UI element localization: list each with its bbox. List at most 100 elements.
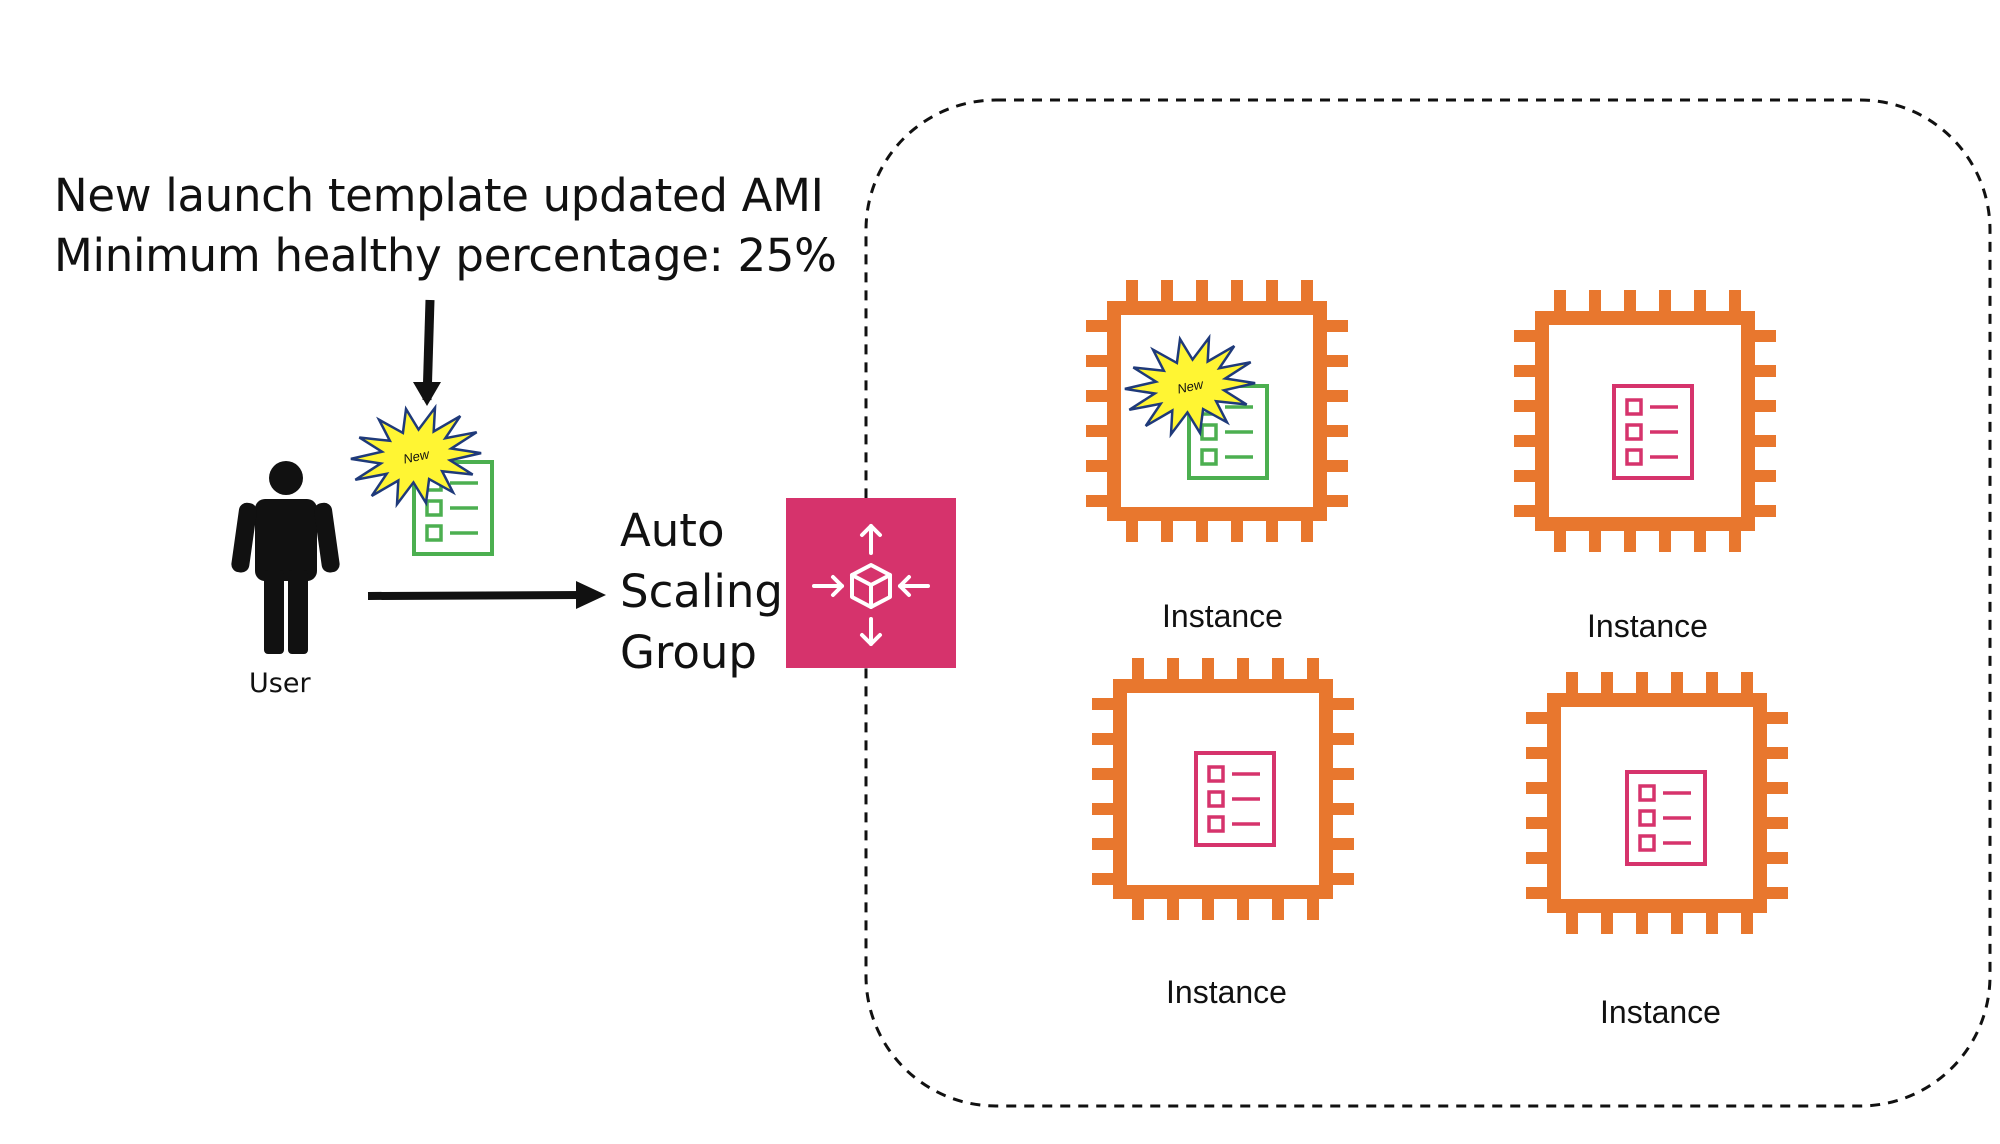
- chip-pin: [1589, 290, 1601, 316]
- chip-pin: [1554, 290, 1566, 316]
- asg-label-line-3: Group: [620, 626, 757, 679]
- chip-pin: [1322, 495, 1348, 507]
- chip-pin: [1750, 330, 1776, 342]
- template-checkbox: [1200, 448, 1218, 466]
- chip-pin: [1636, 908, 1648, 934]
- template-checkbox: [1638, 834, 1656, 852]
- chip-pin: [1272, 658, 1284, 684]
- chip-pin: [1762, 747, 1788, 759]
- chip-pin: [1167, 658, 1179, 684]
- chip-pin: [1526, 747, 1552, 759]
- chip-pin: [1237, 894, 1249, 920]
- instance-label: Instance: [1587, 608, 1708, 644]
- chip-pin: [1086, 460, 1112, 472]
- chip-pin: [1566, 672, 1578, 698]
- chip-pin: [1601, 672, 1613, 698]
- instance-chip-icon: [1514, 290, 1776, 552]
- chip-pin: [1750, 435, 1776, 447]
- chip-pin: [1322, 355, 1348, 367]
- chip-pin: [1554, 526, 1566, 552]
- launch-template-icon: [1612, 384, 1694, 480]
- chip-pin: [1202, 894, 1214, 920]
- template-checkbox: [1207, 815, 1225, 833]
- chip-pin: [1750, 470, 1776, 482]
- chip-pin: [1762, 887, 1788, 899]
- template-checkbox: [1625, 448, 1643, 466]
- chip-pin: [1322, 320, 1348, 332]
- chip-pin: [1671, 908, 1683, 934]
- user-to-asg-arrowhead: [576, 581, 606, 609]
- chip-pin: [1307, 894, 1319, 920]
- template-checkbox: [1625, 423, 1643, 441]
- chip-pin: [1231, 516, 1243, 542]
- title-line-2: Minimum healthy percentage: 25%: [54, 229, 837, 282]
- chip-pin: [1514, 330, 1540, 342]
- chip-pin: [1762, 852, 1788, 864]
- chip-pin: [1750, 400, 1776, 412]
- chip-pin: [1328, 768, 1354, 780]
- chip-pin: [1514, 400, 1540, 412]
- chip-pin: [1741, 672, 1753, 698]
- chip-pin: [1132, 894, 1144, 920]
- chip-pin: [1266, 516, 1278, 542]
- person-icon: [231, 461, 340, 654]
- chip-pin: [1092, 838, 1118, 850]
- chip-pin: [1161, 280, 1173, 306]
- chip-pin: [1762, 712, 1788, 724]
- template-checkbox: [1207, 765, 1225, 783]
- asg-label-line-1: Auto: [620, 504, 725, 557]
- chip-pin: [1526, 887, 1552, 899]
- chip-pin: [1750, 365, 1776, 377]
- template-checkbox: [1207, 790, 1225, 808]
- chip-pin: [1202, 658, 1214, 684]
- chip-pin: [1750, 505, 1776, 517]
- chip-pin: [1196, 280, 1208, 306]
- chip-pin: [1092, 803, 1118, 815]
- chip-pin: [1231, 280, 1243, 306]
- chip-pin: [1762, 782, 1788, 794]
- chip-pin: [1706, 672, 1718, 698]
- chip-pin: [1086, 495, 1112, 507]
- chip-pin: [1526, 712, 1552, 724]
- template-checkbox: [1200, 423, 1218, 441]
- chip-pin: [1514, 470, 1540, 482]
- chip-pin: [1272, 894, 1284, 920]
- chip-pin: [1301, 516, 1313, 542]
- template-checkbox: [425, 499, 443, 517]
- title-arrowhead: [413, 382, 441, 406]
- chip-pin: [1126, 280, 1138, 306]
- chip-pin: [1601, 908, 1613, 934]
- chip-pin: [1566, 908, 1578, 934]
- chip-pin: [1659, 526, 1671, 552]
- chip-pin: [1086, 425, 1112, 437]
- chip-pin: [1526, 852, 1552, 864]
- title-line-1: New launch template updated AMI: [54, 169, 824, 222]
- chip-body: [1535, 311, 1755, 531]
- launch-template-icon: [1194, 751, 1276, 847]
- chip-pin: [1322, 460, 1348, 472]
- chip-pin: [1328, 733, 1354, 745]
- chip-pin: [1092, 698, 1118, 710]
- chip-pin: [1706, 908, 1718, 934]
- asg-label-line-2: Scaling: [620, 565, 783, 618]
- starburst-shape: [350, 403, 482, 509]
- launch-template-icon: [1625, 770, 1707, 866]
- chip-pin: [1086, 390, 1112, 402]
- chip-pin: [1196, 516, 1208, 542]
- new-badge: New: [350, 403, 482, 509]
- chip-pin: [1514, 365, 1540, 377]
- auto-scaling-group-label: Auto Scaling Group: [620, 500, 783, 683]
- auto-scaling-icon: [786, 498, 956, 668]
- user-label: User: [249, 668, 311, 699]
- chip-pin: [1514, 435, 1540, 447]
- chip-pin: [1659, 290, 1671, 316]
- new-badge-label: New: [402, 446, 432, 466]
- chip-pin: [1589, 526, 1601, 552]
- chip-pin: [1086, 320, 1112, 332]
- chip-pin: [1092, 733, 1118, 745]
- chip-pin: [1266, 280, 1278, 306]
- starburst-shape: [1124, 333, 1256, 439]
- chip-pin: [1526, 817, 1552, 829]
- chip-pin: [1307, 658, 1319, 684]
